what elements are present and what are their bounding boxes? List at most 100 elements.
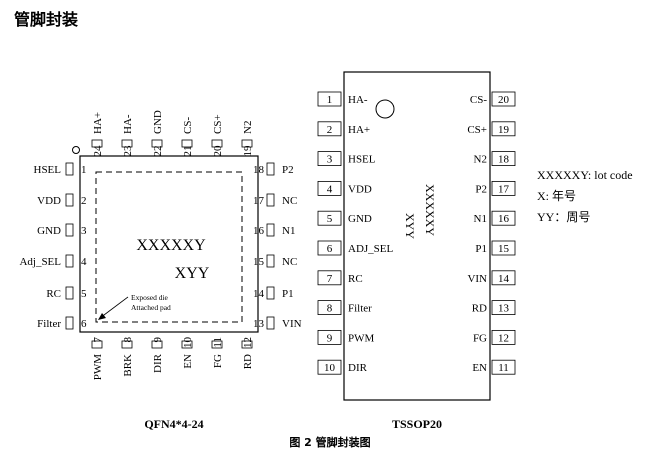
qfn-pin-number: 24 [92, 145, 104, 157]
qfn-pin-label: PWM [92, 354, 104, 381]
qfn-pin-label: N1 [282, 225, 295, 237]
qfn-pin-pad [121, 340, 133, 349]
qfn-pin-label: P2 [282, 164, 294, 176]
tssop-pin-number: 18 [498, 154, 510, 166]
qfn-pin-number: 3 [81, 225, 87, 237]
qfn-pad-label-line2: Attached pad [131, 303, 171, 312]
tssop-pin-label: FG [473, 332, 487, 344]
tssop-pin-number: 12 [498, 332, 509, 344]
tssop-pin-number: 13 [498, 303, 510, 315]
tssop-pin-number: 10 [324, 362, 336, 374]
qfn-pin-label: HSEL [34, 164, 62, 176]
tssop-pin-number: 19 [498, 124, 510, 136]
qfn-pin-label: DIR [152, 353, 164, 373]
qfn-pin-label: Filter [37, 318, 61, 330]
qfn-pin-number: 8 [122, 337, 134, 343]
qfn-pin-label: CS- [182, 117, 194, 134]
tssop-pin-box [491, 180, 516, 196]
qfn-exposed-pad [95, 171, 243, 323]
legend-item: X: 年号 [537, 189, 576, 203]
qfn-pin-number: 4 [81, 256, 87, 268]
tssop-pin-label: PWM [348, 332, 375, 344]
qfn-pin-label: HA+ [92, 112, 104, 134]
tssop-pin-number: 6 [327, 243, 333, 255]
qfn-pin-number: 7 [92, 337, 104, 343]
qfn-pad-arrowhead [98, 313, 106, 320]
tssop-pin-number: 1 [327, 94, 333, 106]
qfn-pin1-marker [72, 146, 80, 154]
qfn-pin-pad [211, 340, 223, 349]
tssop-pin-box [317, 329, 342, 345]
tssop-pin-label: P1 [475, 243, 487, 255]
qfn-pin-number: 2 [81, 195, 87, 207]
qfn-pin-number: 18 [253, 164, 265, 176]
tssop-pin-number: 17 [498, 183, 510, 195]
qfn-pin-number: 1 [81, 164, 87, 176]
tssop-pin-box [491, 151, 516, 167]
tssop-pin-label: GND [348, 213, 372, 225]
figure-caption: 图 2 管脚封装图 [289, 435, 370, 449]
tssop-pin-number: 7 [327, 273, 333, 285]
qfn-package: XXXXXY XYY Exposed die Attached pad 1HSE… [19, 110, 301, 431]
qfn-pin-pad [266, 193, 275, 207]
qfn-pin-pad [266, 162, 275, 176]
tssop-pin-label: VDD [348, 183, 372, 195]
qfn-pin-number: 13 [253, 318, 265, 330]
qfn-pin-pad [121, 139, 133, 148]
qfn-pin-pad [91, 340, 103, 349]
tssop-pin-box [317, 91, 342, 107]
qfn-pin-pad [181, 139, 193, 148]
qfn-pin-label: GND [152, 110, 164, 134]
qfn-pin-pad [241, 139, 253, 148]
tssop-pin-box [491, 210, 516, 226]
tssop-pin-box [317, 270, 342, 286]
qfn-pin-label: NC [282, 256, 297, 268]
tssop-pin-box [317, 240, 342, 256]
tssop-pin-label: P2 [475, 183, 487, 195]
qfn-pin-pad [65, 162, 74, 176]
qfn-pin-label: N2 [242, 121, 254, 134]
tssop-pin-number: 20 [498, 94, 510, 106]
tssop-pin-label: HA+ [348, 124, 370, 136]
qfn-pin-pad [151, 340, 163, 349]
tssop-pin-label: RC [348, 273, 363, 285]
qfn-pin-number: 9 [152, 337, 164, 343]
qfn-pin-pad [266, 254, 275, 268]
qfn-pin-label: RD [242, 354, 254, 369]
qfn-pad-arrow [99, 296, 129, 319]
tssop-pin-number: 11 [498, 362, 509, 374]
qfn-pin-pad [65, 193, 74, 207]
tssop-pin-number: 9 [327, 332, 333, 344]
tssop-pin-box [317, 300, 342, 316]
tssop-pin-box [317, 151, 342, 167]
qfn-pin-number: 17 [253, 195, 265, 207]
qfn-pin-label: RC [46, 288, 61, 300]
tssop-pin-label: DIR [348, 362, 368, 374]
qfn-pin-label: GND [37, 225, 61, 237]
qfn-pin-number: 20 [212, 145, 224, 157]
qfn-pin-label: BRK [122, 354, 134, 377]
qfn-pad-label-line1: Exposed die [131, 293, 169, 302]
qfn-pin-pad [65, 286, 74, 300]
qfn-pin-number: 11 [212, 337, 224, 348]
tssop-pin-box [491, 300, 516, 316]
qfn-pin-label: VIN [282, 318, 302, 330]
qfn-pin-number: 15 [253, 256, 265, 268]
tssop-pin-box [491, 329, 516, 345]
tssop-pin-label: CS+ [467, 124, 487, 136]
tssop-pin1-marker [375, 99, 395, 119]
qfn-pin-number: 10 [182, 337, 194, 349]
qfn-pin-number: 23 [122, 145, 134, 157]
qfn-pin-pad [151, 139, 163, 148]
tssop-pin-label: VIN [467, 273, 487, 285]
tssop-body [343, 71, 491, 401]
qfn-marking-line2: XYY [175, 265, 210, 282]
tssop-pin-number: 3 [327, 154, 333, 166]
qfn-package-name: QFN4*4-24 [144, 417, 203, 431]
tssop-pin-label: Filter [348, 303, 372, 315]
qfn-pin-pad [65, 316, 74, 330]
tssop-pin-label: HSEL [348, 154, 376, 166]
qfn-pin-pad [241, 340, 253, 349]
